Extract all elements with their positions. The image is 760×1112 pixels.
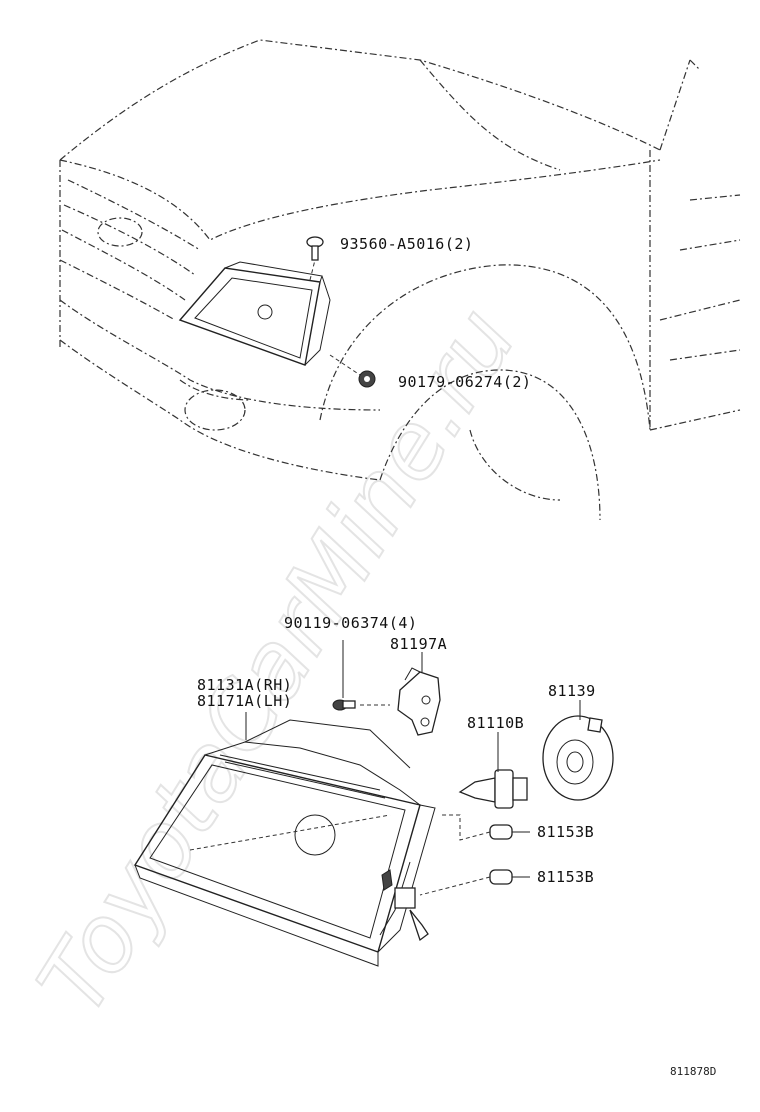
screw-icon <box>332 699 356 711</box>
watermark: ToyotaCarMine.ru <box>18 290 537 1032</box>
diagram-code: 811878D <box>670 1065 716 1078</box>
part-label-93560: 93560-A5016(2) <box>340 235 473 253</box>
screw-icon <box>306 236 324 261</box>
part-label-90119: 90119-06374(4) <box>284 614 417 632</box>
socket-cover-icon <box>542 700 614 801</box>
vehicle-front-illustration <box>59 39 741 521</box>
small-bulb-icon <box>440 814 530 841</box>
part-label-81139: 81139 <box>548 682 596 700</box>
part-label-81153-lower: 81153B <box>537 868 594 886</box>
bracket-icon <box>397 667 441 736</box>
part-label-81153-upper: 81153B <box>537 823 594 841</box>
headlamp-assembly-illustration <box>133 719 436 967</box>
part-label-81131: 81131A(RH) <box>197 676 292 694</box>
small-bulb-icon <box>419 869 530 896</box>
part-label-81171: 81171A(LH) <box>197 692 292 710</box>
clip-nut-icon <box>358 370 376 388</box>
part-label-90179: 90179-06274(2) <box>398 373 531 391</box>
bulb-icon <box>458 732 528 809</box>
part-label-81110: 81110B <box>467 714 524 732</box>
part-label-81197: 81197A <box>390 635 447 653</box>
